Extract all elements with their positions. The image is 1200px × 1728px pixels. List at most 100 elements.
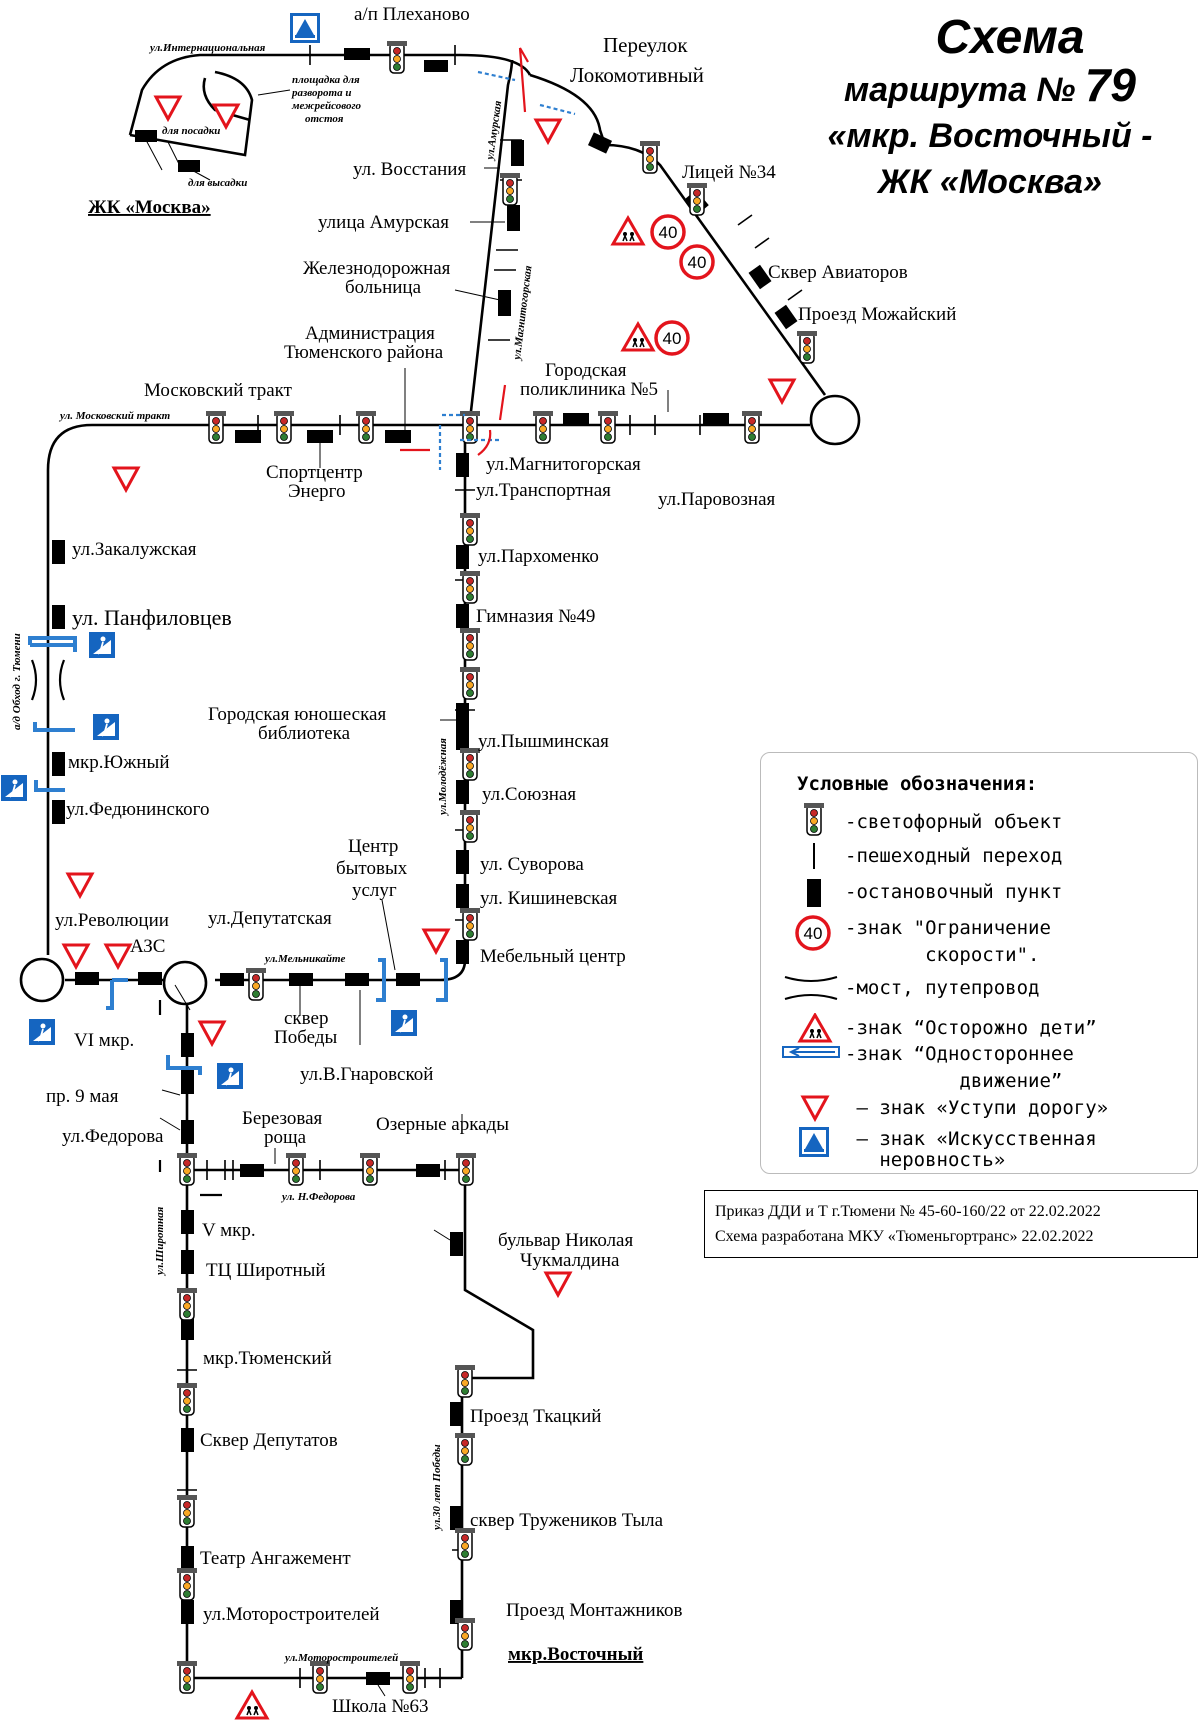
traffic-light-icon (454, 1527, 476, 1561)
children-sign-icon (235, 1690, 269, 1720)
stop-label-pereulok-1: Переулок (603, 33, 688, 57)
stop-label-skver-truzhenikov: сквер Тружеников Тыла (470, 1510, 664, 1531)
roundabout-azs (162, 960, 208, 1006)
stop-label-proezd-tkatsky: Проезд Ткацкий (470, 1406, 601, 1427)
svg-text:межрейсового: межрейсового (291, 100, 362, 112)
traffic-light-icon (459, 809, 481, 843)
stop-label-mebelny: Мебельный центр (480, 946, 626, 967)
order-line-1: Приказ ДДИ и Т г.Тюмени № 45-60-160/22 о… (715, 1203, 1101, 1220)
bus-stop-icon (424, 60, 448, 72)
legend-item: – знак «Уступи дорогу» (761, 1093, 1197, 1125)
traffic-light-icon (399, 1660, 421, 1694)
stop-label-bulvar-1: бульвар Николая (498, 1230, 633, 1251)
stop-label-suvorova: ул. Суворова (480, 854, 584, 875)
speed-limit-signs: 40 40 40 (650, 214, 715, 356)
bus-stop-icon (511, 140, 524, 166)
stop-label-ozernye: Озерные аркады (376, 1114, 509, 1135)
bus-stop-icon (366, 1672, 390, 1685)
legend: Условные обозначения: -светофорный объек… (760, 752, 1198, 1174)
stop-label-sportcentr-1: Спортцентр (266, 462, 363, 483)
traffic-light-icon (532, 410, 554, 444)
stop-label-berezovaya-1: Березовая (242, 1108, 323, 1129)
speed-limit-icon: 40 (650, 214, 686, 250)
bridge-icon (30, 659, 66, 701)
bus-stop-icon (456, 703, 469, 727)
bus-stop-icon (181, 1546, 194, 1570)
speed-limit-value: 40 (659, 223, 678, 242)
yield-sign-icon (62, 943, 90, 969)
speed-bump-icon (799, 1127, 829, 1157)
traffic-light-icon (459, 666, 481, 700)
stop-label-poliklinika-1: Городская (545, 360, 627, 381)
route-label: маршрута № (843, 71, 1085, 109)
stop-label-magnitogorskaya: ул.Магнитогорская (486, 454, 641, 475)
stop-label-zhd-2: больница (345, 277, 422, 298)
traffic-light-icon (176, 1382, 198, 1416)
stop-label-mkr-tyumensky: мкр.Тюменский (203, 1348, 332, 1369)
traffic-light-icon (205, 410, 227, 444)
stop-label-parovoznaya: ул.Паровозная (658, 489, 775, 510)
traffic-light-icon (459, 907, 481, 941)
stop-label-proezd-mozhaisky: Проезд Можайский (798, 304, 956, 325)
bus-stop-icon (396, 973, 420, 986)
street-label-moskovsky-trakt: ул. Московский тракт (58, 410, 171, 422)
stop-label-gimnaziya49: Гимназия №49 (476, 606, 595, 627)
bus-stop-icon (181, 1120, 194, 1144)
bus-stop-icon (450, 1506, 463, 1530)
legend-item: -остановочный пункт (761, 877, 1197, 907)
yield-sign-icon (104, 943, 132, 969)
map-title: Схема (935, 11, 1085, 64)
pedestrian-crossing-icon (216, 1062, 244, 1090)
map-subtitle: маршрута № 79 «мкр. Восточный - ЖК «Моск… (780, 62, 1200, 205)
bus-stop-icon (450, 1402, 463, 1426)
stop-label-soyuznaya: ул.Союзная (482, 784, 576, 805)
bus-stop-icon (138, 972, 162, 985)
bus-stop-icon (456, 604, 469, 628)
order-line-2: Схема разработана МКУ «Тюменьгортранс» 2… (715, 1228, 1094, 1245)
yield-sign-icon (112, 466, 140, 492)
legend-item: – знак «Искусственная неровность» (761, 1125, 1197, 1171)
pedestrian-crossing-icon (88, 631, 116, 659)
bus-stop-icon (774, 304, 798, 330)
yield-sign-icon (801, 1095, 829, 1121)
stop-label-teatr: Театр Ангажемент (200, 1548, 351, 1569)
speed-limit-icon: 40 (679, 244, 715, 280)
stop-label-zakaluzhskaya: ул.Закалужская (72, 539, 197, 560)
stop-label-amurskaya: улица Амурская (318, 212, 449, 233)
bus-stop-icon (178, 160, 200, 172)
stop-labels: ЖК «Москва» а/п Плеханово Переулок Локом… (46, 4, 956, 1717)
stop-label-poliklinika-2: поликлиника №5 (520, 379, 658, 400)
bus-stop-icon (181, 1250, 194, 1274)
stop-label-skver-pobedy-1: сквер (284, 1008, 328, 1029)
speed-limit-icon: 40 (795, 915, 831, 951)
traffic-light-icon (285, 1152, 307, 1186)
street-label-shirotnaya: ул.Широтная (154, 1206, 166, 1277)
stop-label-bulvar-2: Чукмалдина (520, 1250, 620, 1271)
bus-stop-icon (52, 605, 65, 629)
terminus-south-label: мкр.Восточный (508, 1644, 643, 1665)
bus-stop-icon (498, 290, 511, 316)
bus-stop-icon (135, 130, 157, 142)
stop-label-azs: АЗС (130, 936, 165, 957)
street-label-internatsionalnaya: ул.Интернациональная (148, 42, 266, 54)
order-note: Приказ ДДИ и Т г.Тюмени № 45-60-160/22 о… (704, 1190, 1198, 1258)
traffic-light-icon (796, 330, 818, 364)
speed-limit-value: 40 (688, 253, 707, 272)
bus-stop-icon (220, 973, 244, 986)
stop-label-zhd-1: Железнодорожная (303, 258, 451, 279)
street-label-magnitogorskaya: ул.Магнитогорская (511, 265, 535, 363)
legend-item: -пешеходный переход (761, 841, 1197, 871)
bus-stop-icon (703, 413, 729, 426)
stop-label-deputatskaya: ул.Депутатская (208, 908, 332, 929)
bus-stop-icon (748, 264, 772, 290)
bus-stop-icon (456, 453, 469, 477)
bus-stop-icon (52, 752, 65, 776)
traffic-light-icon (459, 570, 481, 604)
traffic-light-icon (455, 1152, 477, 1186)
traffic-light-icon (355, 410, 377, 444)
route-number: 79 (1084, 59, 1137, 111)
traffic-light-icon (386, 40, 408, 74)
bus-stop-icon (289, 973, 313, 986)
svg-text:40: 40 (804, 924, 823, 943)
